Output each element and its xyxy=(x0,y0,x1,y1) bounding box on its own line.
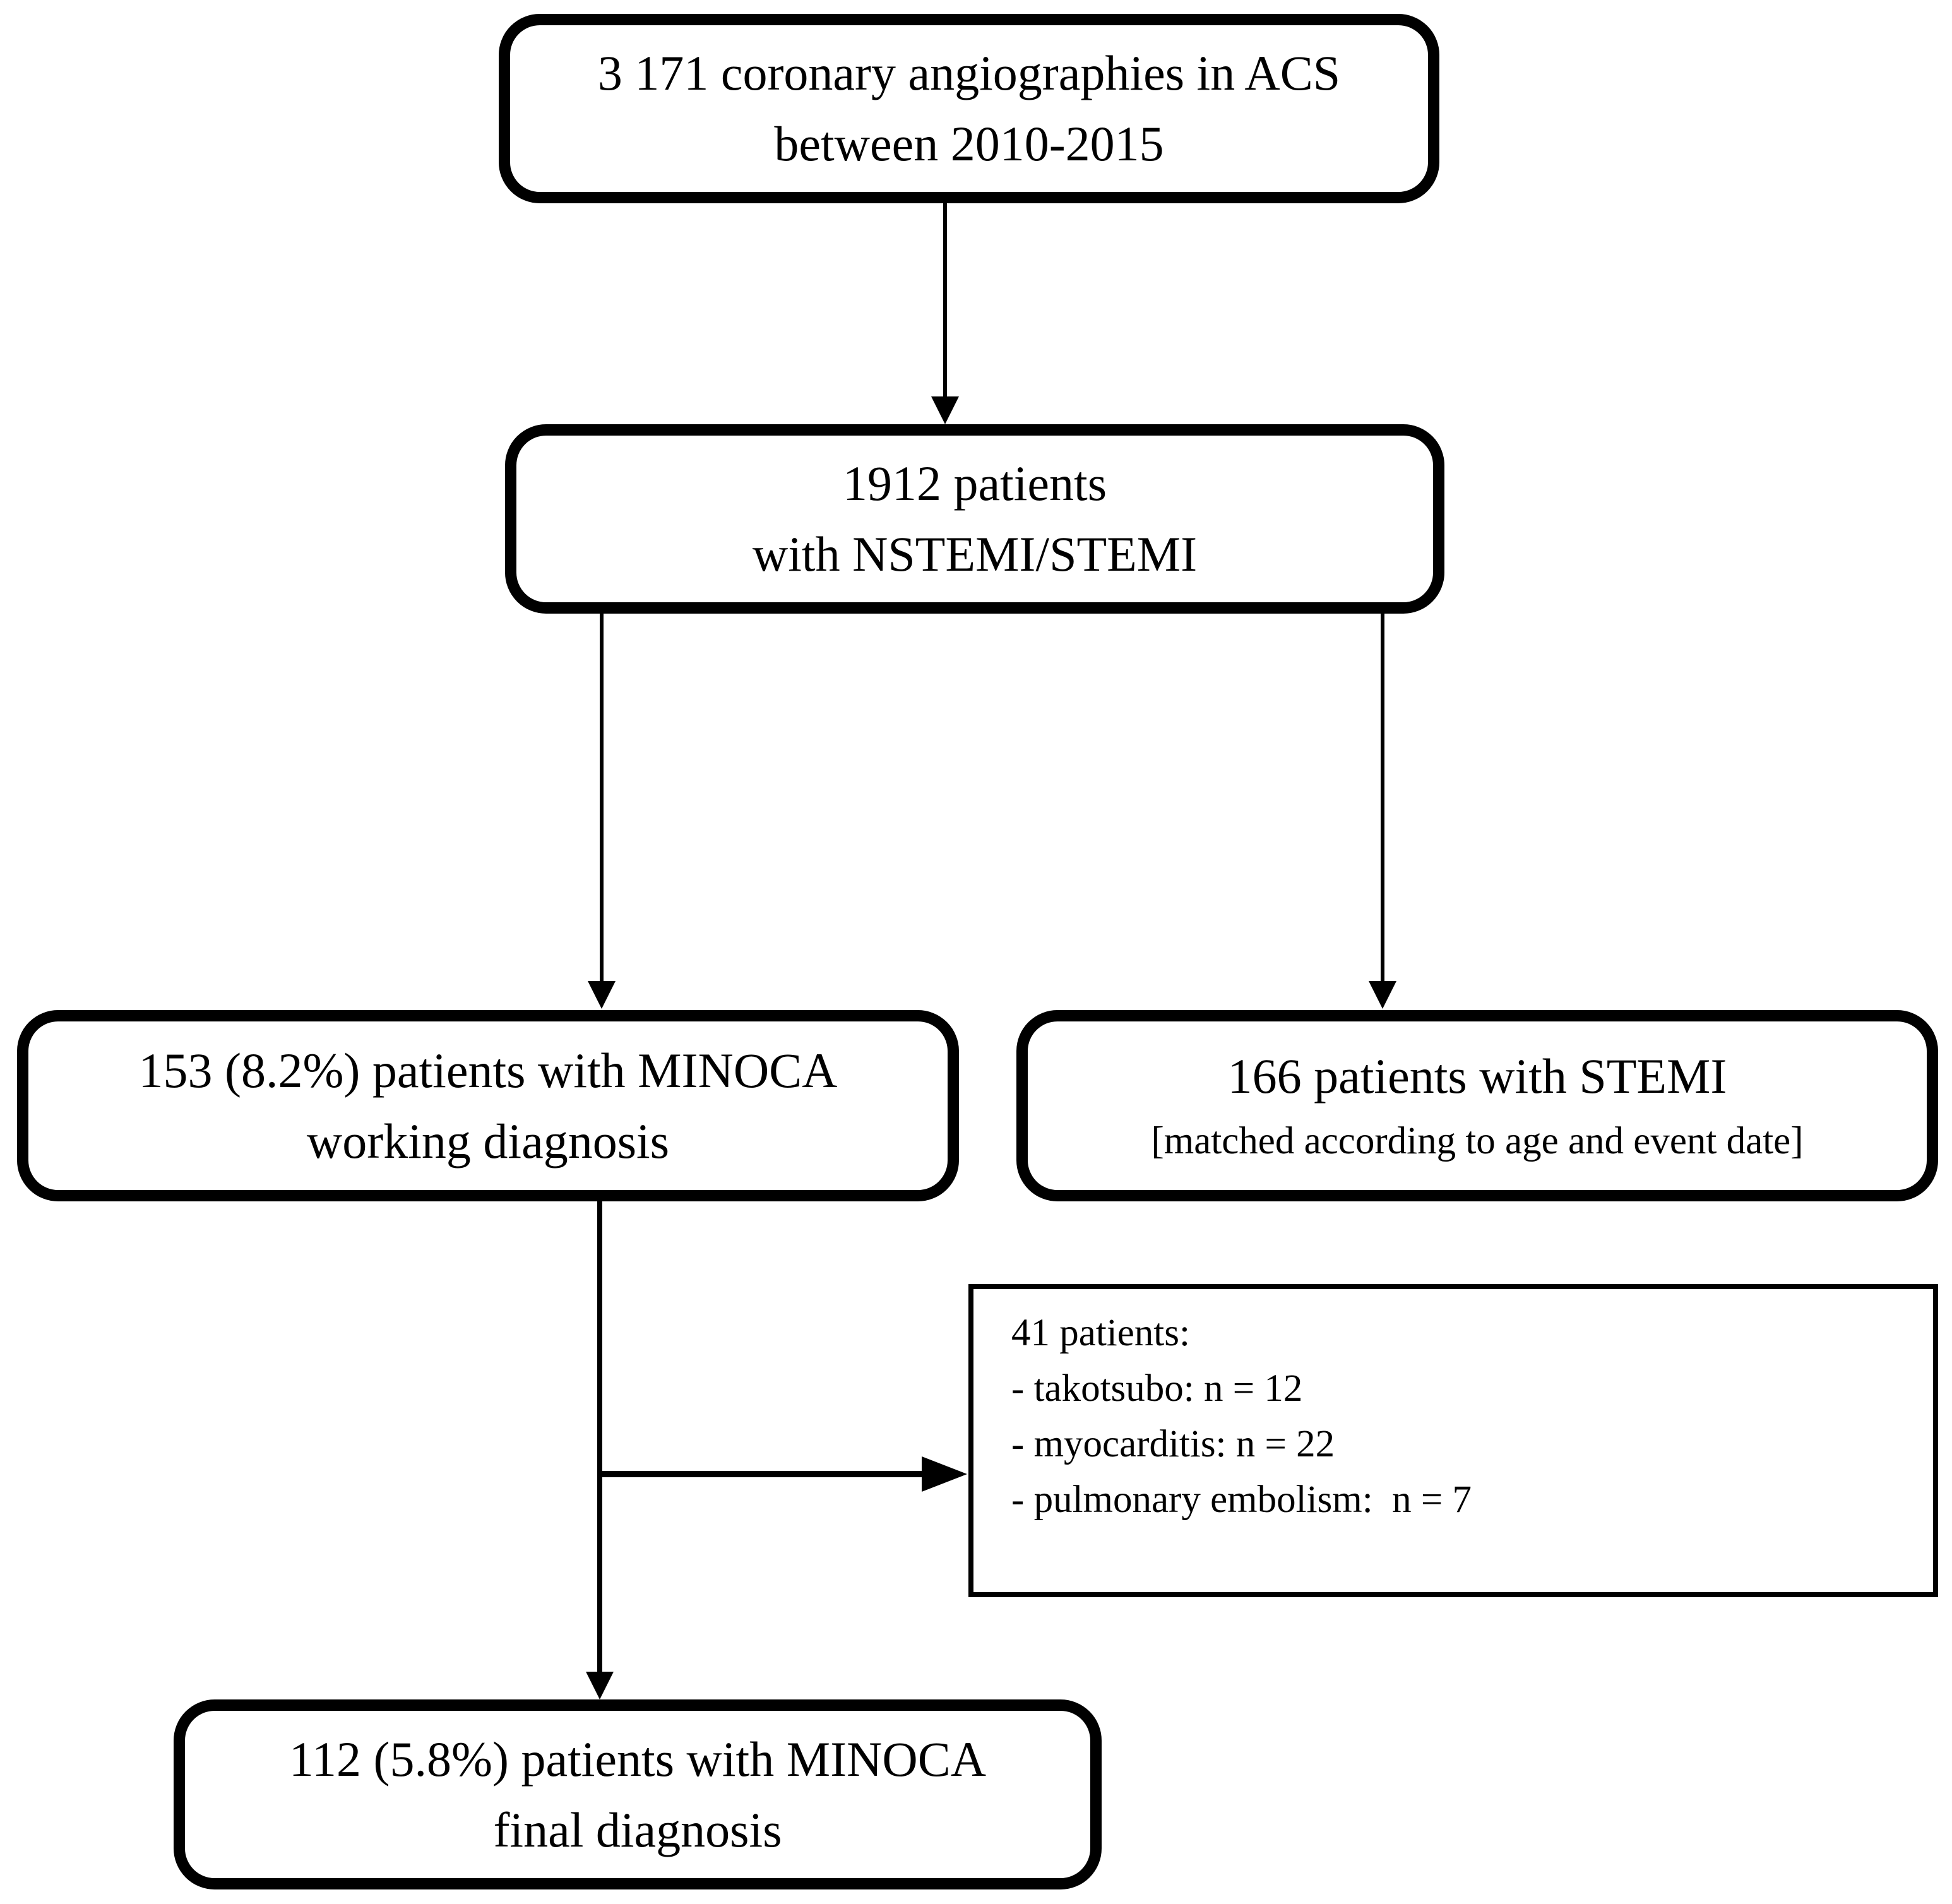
node-text-line: final diagnosis xyxy=(493,1802,782,1857)
node-text-line: between 2010-2015 xyxy=(774,116,1164,171)
node-text-line: - myocarditis: n = 22 xyxy=(1011,1423,1335,1465)
node-text-line: 3 171 coronary angiographies in ACS xyxy=(597,45,1341,100)
flow-node-nstemi-stemi: 1912 patients with NSTEMI/STEMI xyxy=(505,424,1444,614)
node-text-line: 41 patients: xyxy=(1011,1312,1190,1354)
node-text-line: with NSTEMI/STEMI xyxy=(752,527,1198,581)
node-text-line: 1912 patients xyxy=(842,456,1107,511)
node-text-line: 112 (5.8%) patients with MINOCA xyxy=(289,1731,987,1787)
arrow-working-to-excluded xyxy=(597,1456,967,1492)
arrow-nstemi-to-stemi xyxy=(1369,612,1396,1009)
node-text-line: 153 (8.2%) patients with MINOCA xyxy=(138,1042,838,1098)
node-text-line: 166 patients with STEMI xyxy=(1227,1048,1727,1104)
arrow-nstemi-to-working xyxy=(588,612,616,1009)
flow-node-angiographies: 3 171 coronary angiographies in ACS betw… xyxy=(499,14,1439,203)
node-text-line: - takotsubo: n = 12 xyxy=(1011,1367,1303,1410)
flow-node-stemi-matched: 166 patients with STEMI [matched accordi… xyxy=(1016,1010,1938,1201)
node-text-line: working diagnosis xyxy=(306,1113,670,1169)
node-text-line: [matched according to age and event date… xyxy=(1151,1119,1804,1162)
flow-node-excluded-patients: 41 patients: - takotsubo: n = 12 - myoca… xyxy=(968,1284,1938,1597)
flow-node-minoca-final: 112 (5.8%) patients with MINOCA final di… xyxy=(174,1699,1102,1889)
node-text-line: - pulmonary embolism: n = 7 xyxy=(1011,1479,1472,1521)
arrow-top-to-nstemi xyxy=(931,203,959,424)
arrow-working-to-final xyxy=(586,1199,614,1699)
flow-node-minoca-working: 153 (8.2%) patients with MINOCA working … xyxy=(17,1010,959,1201)
